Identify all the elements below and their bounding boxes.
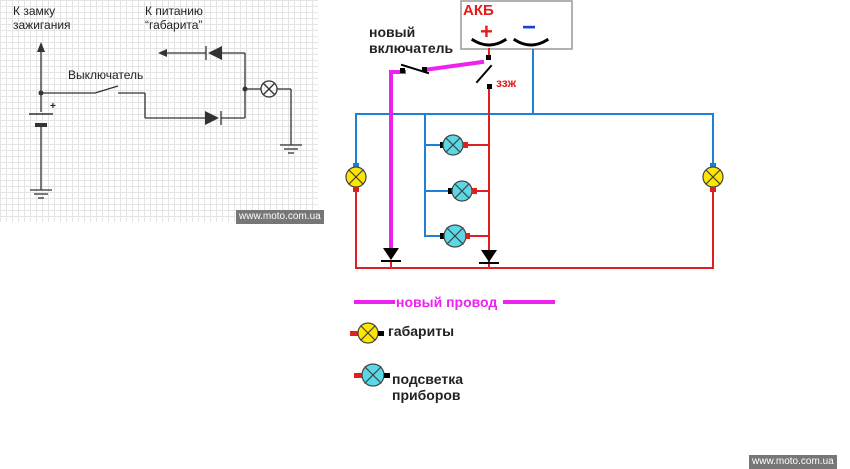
red-wires: [355, 48, 714, 269]
battery-title: АКБ: [463, 2, 494, 19]
blue-wires: [355, 49, 714, 237]
new-switch-label: новый включатель: [369, 24, 454, 57]
label-ignition: К замку зажигания: [13, 4, 71, 32]
label-parking-power: К питанию “габарита”: [145, 4, 203, 32]
watermark-left: www.moto.com.ua: [236, 210, 324, 224]
legend-parking-lights-label: габариты: [388, 323, 455, 339]
battery-minus-label: −: [522, 14, 537, 41]
legend-new-wire-label: новый провод: [396, 294, 498, 310]
ignition-label: ззж: [496, 76, 517, 90]
switch-lever: [94, 85, 119, 94]
diode-lower-icon: [205, 111, 219, 125]
battery-plus-sign: +: [50, 101, 56, 112]
ignition-switch: [475, 55, 493, 89]
battery-terminal-plus-icon: [470, 37, 508, 47]
new-wire: [389, 59, 485, 250]
label-switch: Выключатель: [68, 68, 144, 82]
watermark-right: www.moto.com.ua: [749, 455, 837, 469]
diode-left-icon: [381, 248, 401, 262]
battery-plus-label: +: [480, 19, 493, 44]
legend-dash-lamp-icon: [354, 363, 390, 387]
ignition-arrow-icon: [37, 42, 45, 52]
parking-arrow-icon: [158, 49, 167, 57]
diode-right-icon: [479, 250, 499, 264]
right-diagram: [345, 0, 724, 387]
diode-upper-icon: [208, 46, 222, 60]
parking-lamp-left-icon: [345, 163, 367, 192]
new-switch: [400, 63, 430, 75]
dash-lamp-3-icon: [440, 224, 470, 248]
parking-lamp-right-icon: [702, 163, 724, 192]
dash-lamp-2-icon: [448, 180, 477, 202]
legend-dash-lights-label: подсветка приборов: [392, 371, 463, 404]
legend-parking-lamp-icon: [350, 322, 384, 344]
dash-lamp-1-icon: [440, 134, 468, 156]
left-schematic-panel: [0, 0, 318, 222]
battery-box: [460, 0, 573, 50]
battery-terminal-minus-icon: [512, 37, 550, 47]
left-schematic: [29, 42, 302, 199]
